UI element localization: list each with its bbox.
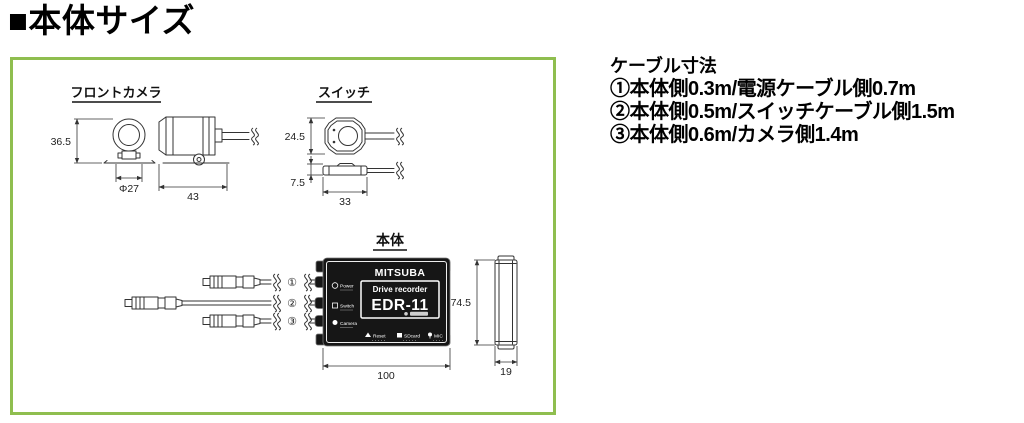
main-unit-diagram: 本体 xyxy=(124,232,518,382)
cable-note-line-2: ②本体側0.5m/スイッチケーブル側1.5m xyxy=(610,100,955,123)
cable-note-line-1: ①本体側0.3m/電源ケーブル側0.7m xyxy=(610,77,916,100)
sdcard-icon xyxy=(397,333,402,338)
certification-mark xyxy=(410,311,428,316)
switch-width-value: 33 xyxy=(339,196,351,208)
dim-main-unit-width: 100 xyxy=(322,348,451,382)
switch-thickness-value: 7.5 xyxy=(290,177,305,189)
cable-connector-1 xyxy=(202,275,272,289)
front-camera-diameter-value: Φ27 xyxy=(119,183,139,195)
brand-logo: MITSUBA xyxy=(375,267,426,279)
cable-note-heading: ケーブル寸法 xyxy=(610,56,717,76)
main-unit-height-value: 74.5 xyxy=(451,297,472,309)
connector-label-text: Switch xyxy=(340,304,354,310)
dim-front-camera-length: 43 xyxy=(158,164,228,203)
switch-diagram: スイッチ 24.5 xyxy=(285,85,404,208)
dimension-diagram: フロントカメラ 36.5 xyxy=(51,85,518,382)
connector-label-power: Power xyxy=(331,282,354,291)
dim-front-camera-diameter: Φ27 xyxy=(115,164,143,195)
camera-icon xyxy=(332,320,338,325)
front-camera-length-value: 43 xyxy=(187,191,199,203)
main-unit-front-view: MITSUBA Drive recorder EDR-11 Power Sw xyxy=(314,257,451,347)
cable-number-2: ② xyxy=(287,298,297,310)
dim-switch-height: 24.5 xyxy=(285,117,325,155)
front-camera-diagram: フロントカメラ 36.5 xyxy=(51,85,259,203)
main-unit-depth-value: 19 xyxy=(500,366,512,378)
bottom-label-mic: MIC xyxy=(428,332,443,341)
model-plate xyxy=(360,280,440,319)
switch-height-value: 24.5 xyxy=(285,131,306,143)
model-number-text: EDR-11 xyxy=(371,297,428,314)
cable-connector-3 xyxy=(202,314,272,328)
front-camera-height-value: 36.5 xyxy=(51,136,72,148)
page-title: ■本体サイズ xyxy=(8,2,195,39)
main-unit-label: 本体 xyxy=(376,232,405,248)
bottom-label-sdcard: SDcard xyxy=(397,333,420,341)
cable-number-3: ③ xyxy=(287,316,297,328)
cable-connector-2 xyxy=(124,296,272,310)
switch-top-view xyxy=(324,117,404,155)
main-unit-side-view xyxy=(494,255,518,350)
switch-side-view xyxy=(322,161,404,180)
front-camera-front-view xyxy=(103,118,156,164)
cable-number-1: ① xyxy=(287,277,297,289)
connector-label-switch: Switch xyxy=(332,302,354,311)
front-camera-label: フロントカメラ xyxy=(70,85,161,100)
switch-label: スイッチ xyxy=(318,85,370,100)
switch-icon xyxy=(332,302,338,309)
dim-main-unit-height: 74.5 xyxy=(451,259,495,346)
dim-switch-thickness: 7.5 xyxy=(290,156,323,189)
cable-dimensions-note: ケーブル寸法 ①本体側0.3m/電源ケーブル側0.7m ②本体側0.5m/スイッ… xyxy=(610,55,1022,148)
cable-note-line-3: ③本体側0.6m/カメラ側1.4m xyxy=(610,124,859,147)
bottom-label-text: MIC xyxy=(434,334,443,340)
power-icon xyxy=(331,282,339,289)
mic-icon xyxy=(428,332,432,337)
connector-label-text: Power xyxy=(340,284,354,290)
front-camera-side-view xyxy=(158,116,259,166)
reset-icon xyxy=(365,332,371,337)
connector-label-text: Camera xyxy=(340,321,357,327)
diagram-frame: フロントカメラ 36.5 xyxy=(10,57,556,415)
bottom-label-text: Reset xyxy=(373,334,386,340)
dim-front-camera-height: 36.5 xyxy=(51,118,113,164)
certification-mark-icon xyxy=(404,312,408,316)
bottom-label-text: SDcard xyxy=(404,334,420,340)
connector-label-camera: Camera xyxy=(332,320,357,328)
bottom-label-reset: Reset xyxy=(365,332,386,341)
dim-switch-width: 33 xyxy=(322,177,368,208)
dim-main-unit-depth: 19 xyxy=(494,346,518,378)
product-line-text: Drive recorder xyxy=(373,285,428,294)
main-unit-width-value: 100 xyxy=(377,370,395,382)
